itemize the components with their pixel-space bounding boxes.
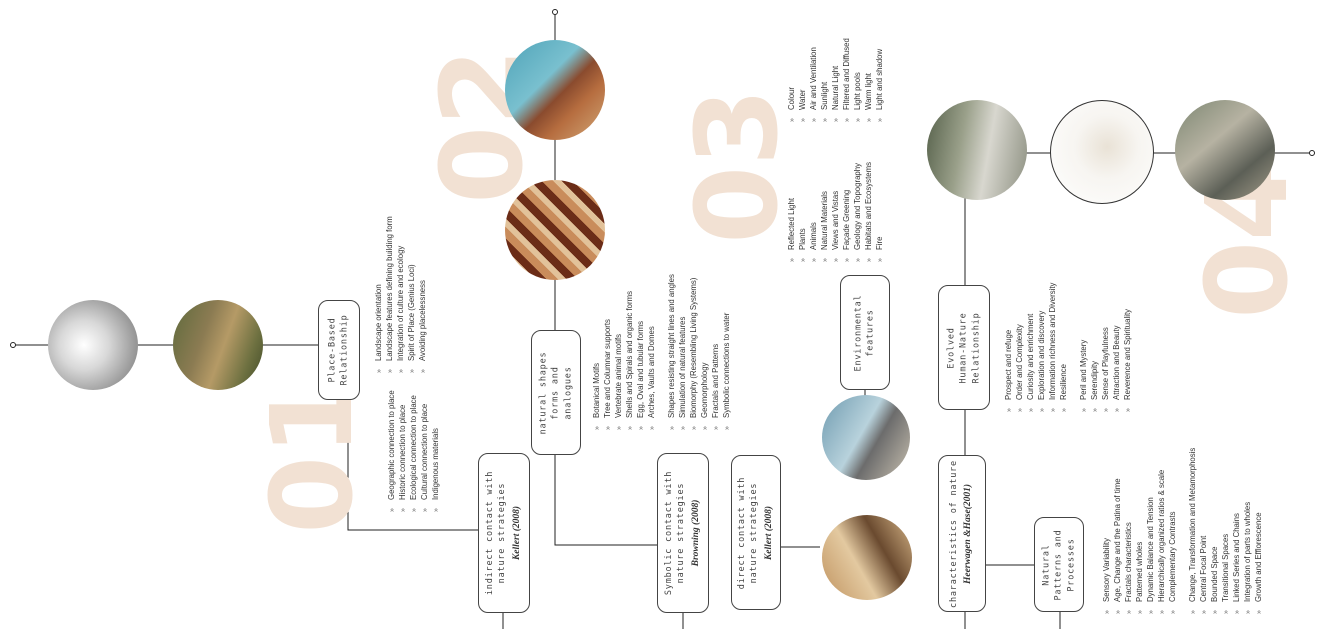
environmental-list-a: Reflected Light Plants Animals Natural M…	[787, 162, 886, 262]
stone-carving-photo	[48, 300, 138, 390]
list-item: Serendipity	[1090, 283, 1101, 412]
list-item: Peril and Mystery	[1079, 283, 1090, 412]
list-item: Arches, Vaults and Domes	[647, 274, 658, 430]
list-item: Filtered and Diffused	[842, 38, 853, 122]
list-item: Landscape features defining building for…	[385, 216, 396, 373]
list-item: Dynamic Balance and Tension	[1146, 448, 1157, 614]
place-list-a: Geographic connection to place Historic …	[387, 390, 442, 512]
list-item: Natural Light	[831, 38, 842, 122]
list-item: Botanical Motifs	[592, 274, 603, 430]
section-number-01: 01	[247, 378, 378, 534]
list-item: Transitional Spaces	[1221, 448, 1232, 614]
list-item: Sensory Variability	[1102, 448, 1113, 614]
list-item: Cultural connection to place	[420, 390, 431, 512]
list-item: Resilience	[1059, 283, 1070, 412]
list-item: Landscape orientation	[374, 216, 385, 373]
list-item: Shells and Spirals and organic forms	[625, 274, 636, 430]
list-item: Exploration and discovery	[1037, 283, 1048, 412]
list-item: Geomorphology	[700, 274, 711, 430]
list-item: Light and shadow	[875, 38, 886, 122]
list-item: Ecological connection to place	[409, 390, 420, 512]
rock-landscape-photo	[173, 300, 263, 390]
list-item: Change, Transformation and Metamorphosis	[1188, 448, 1199, 614]
list-item: Symbolic connections to water	[722, 274, 733, 430]
list-item: Water	[798, 38, 809, 122]
evolved-list: Prospect and refuge Order and Complexity…	[1004, 283, 1134, 412]
list-item: Fire	[875, 162, 886, 262]
list-item: Patterned wholes	[1135, 448, 1146, 614]
list-item: Historic connection to place	[398, 390, 409, 512]
sketch-photo	[1050, 100, 1154, 204]
list-item: Colour	[787, 38, 798, 122]
list-item: Geology and Topography	[853, 162, 864, 262]
truss-structure-photo	[505, 180, 605, 280]
list-item: Views and Vistas	[831, 162, 842, 262]
urban-ruins-photo	[1175, 100, 1275, 200]
list-item: Hierarchically organized ratios & scale	[1157, 448, 1168, 614]
list-item: Plants	[798, 162, 809, 262]
list-item: Curiosity and enrichment	[1026, 283, 1037, 412]
place-list-b: Landscape orientation Landscape features…	[374, 216, 429, 373]
list-item: Air and Ventilation	[809, 38, 820, 122]
list-item: Geographic connection to place	[387, 390, 398, 512]
patterns-list: Sensory Variability Age, Change and the …	[1102, 448, 1265, 614]
list-item: Vertebrate animal motifs	[614, 274, 625, 430]
environmental-list-b: Colour Water Air and Ventilation Sunligh…	[787, 38, 886, 122]
list-item: Warm light	[864, 38, 875, 122]
glass-roof-photo	[822, 395, 910, 480]
list-item: Complementary Contrasts	[1168, 448, 1179, 614]
list-item: Growth and Efflorescence	[1254, 448, 1265, 614]
list-item: Habitats and Ecosystems	[864, 162, 875, 262]
list-item: Simulation of natural features	[678, 274, 689, 430]
list-item: Fractals and Patterns	[711, 274, 722, 430]
list-item: Bounded Space	[1210, 448, 1221, 614]
list-item: Reflected Light	[787, 162, 798, 262]
list-item: Prospect and refuge	[1004, 283, 1015, 412]
list-item: Age, Change and the Patina of time	[1113, 448, 1124, 614]
list-item: Integration of parts to wholes	[1243, 448, 1254, 614]
list-item: Avoiding placelessness	[418, 216, 429, 373]
list-item: Animals	[809, 162, 820, 262]
interior-arch-photo	[822, 515, 912, 600]
list-item: Integration of culture and ecology	[396, 216, 407, 373]
list-item: Natural Materials	[820, 162, 831, 262]
list-item: Linked Series and Chains	[1232, 448, 1243, 614]
list-item: Information richness and Diversity	[1048, 283, 1059, 412]
concrete-corridor-photo	[927, 100, 1027, 200]
list-item: Egg, Oval and tubular forms	[636, 274, 647, 430]
list-item: Sense of Playfulness	[1101, 283, 1112, 412]
list-item: Attraction and Beauty	[1112, 283, 1123, 412]
list-item: Fractals characteristics	[1124, 448, 1135, 614]
list-item: Façade Greening	[842, 162, 853, 262]
list-item: Order and Complexity	[1015, 283, 1026, 412]
section-number-03: 03	[672, 88, 803, 244]
list-item: Biomorphy (Resembling Living Systems)	[689, 274, 700, 430]
list-item: Tree and Columnar supports	[603, 274, 614, 430]
list-item: Central Focal Point	[1199, 448, 1210, 614]
list-item: Indigenous materials	[431, 390, 442, 512]
list-item: Light pools	[853, 38, 864, 122]
natural-shapes-list: Botanical Motifs Tree and Columnar suppo…	[592, 274, 733, 430]
list-item: Sunlight	[820, 38, 831, 122]
steel-bridge-photo	[505, 40, 605, 140]
list-item: Shapes resisting straight lines and angl…	[667, 274, 678, 430]
list-item: Reverence and Spirituality	[1123, 283, 1134, 412]
list-item: Spirit of Place (Genius Loci)	[407, 216, 418, 373]
